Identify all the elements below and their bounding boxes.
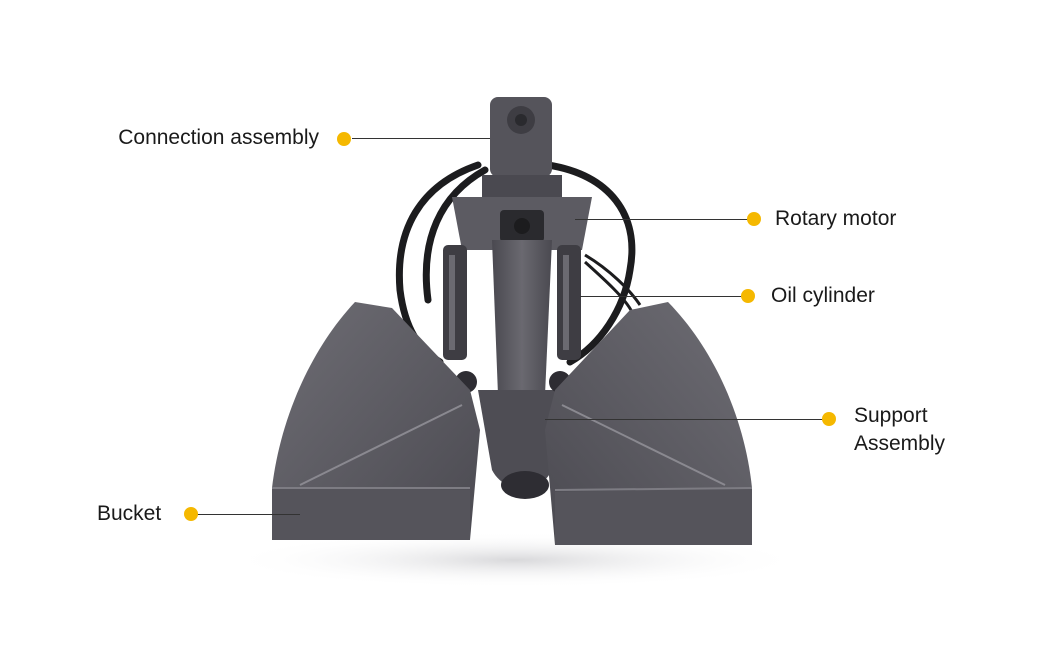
support-dot bbox=[822, 412, 836, 426]
rotary-motor-shape bbox=[452, 197, 592, 250]
support-leader bbox=[545, 419, 827, 420]
rotary-dot bbox=[747, 212, 761, 226]
oil-cylinder-shapes bbox=[443, 245, 642, 360]
right-bucket-shape bbox=[545, 302, 753, 545]
connection-assembly-shape bbox=[482, 97, 562, 197]
rotary-motor-label: Rotary motor bbox=[775, 207, 897, 230]
ground-shadow bbox=[225, 532, 805, 588]
bucket-dot bbox=[184, 507, 198, 521]
bucket-label: Bucket bbox=[97, 502, 162, 525]
oil-dot bbox=[741, 289, 755, 303]
connection-leader bbox=[352, 138, 490, 139]
rotary-leader bbox=[575, 219, 753, 220]
oil-cylinder-label: Oil cylinder bbox=[771, 284, 875, 307]
oil-leader bbox=[580, 296, 746, 297]
left-bucket-shape bbox=[272, 302, 480, 540]
support-assembly-label: Support Assembly bbox=[854, 404, 946, 455]
connection-assembly-label: Connection assembly bbox=[118, 126, 319, 149]
bucket-leader bbox=[196, 514, 300, 515]
support-assembly-shape bbox=[455, 240, 571, 499]
connection-dot bbox=[337, 132, 351, 146]
